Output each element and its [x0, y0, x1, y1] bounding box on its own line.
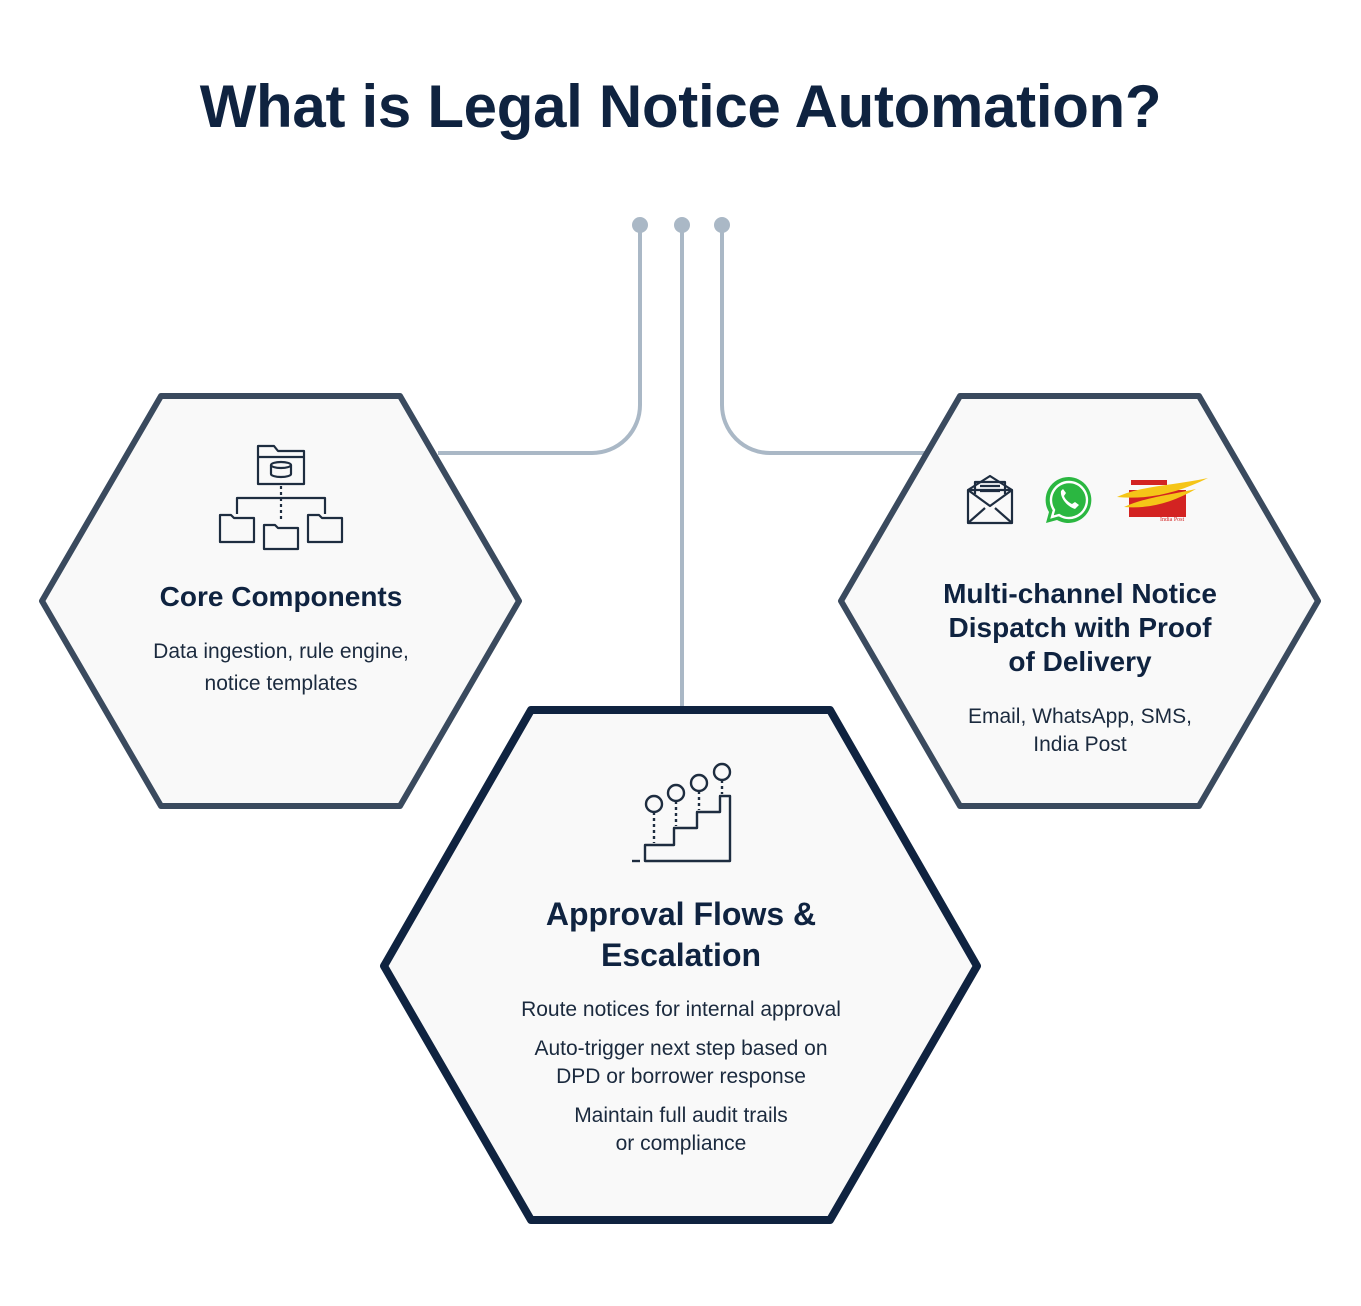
approval-title-line-2: Escalation	[600, 937, 762, 973]
dispatch-title-line-3: of Delivery	[1008, 646, 1152, 677]
connector-dot-center	[674, 217, 690, 233]
hexagon-multi-channel-dispatch	[838, 393, 1321, 809]
connector-dot-left	[632, 217, 648, 233]
node-multi-channel-dispatch: Multi-channel Notice Dispatch with Proof…	[900, 577, 1260, 759]
hexagon-core-components	[39, 393, 522, 809]
page-title: What is Legal Notice Automation?	[199, 73, 1162, 140]
connector-left	[438, 225, 642, 455]
approval-bullet-3-line-1: Maintain full audit trails	[574, 1104, 788, 1127]
whatsapp-icon	[1045, 476, 1092, 523]
approval-bullet-1: Route notices for internal approval	[481, 996, 881, 1024]
core-components-description: Data ingestion, rule engine, notice temp…	[101, 636, 461, 700]
approval-bullet-2: Auto-trigger next step based on DPD or b…	[481, 1035, 881, 1091]
connector-lines	[438, 225, 928, 707]
approval-title: Approval Flows & Escalation	[481, 894, 881, 976]
dispatch-desc-line-1: Email, WhatsApp, SMS,	[967, 705, 1193, 728]
connector-dots	[632, 217, 730, 233]
approval-bullet-1-line-1: Route notices for internal approval	[521, 998, 841, 1021]
approval-bullet-3-line-2: or compliance	[615, 1132, 747, 1155]
approval-bullet-2-line-1: Auto-trigger next step based on	[534, 1037, 828, 1060]
dispatch-desc-line-2: India Post	[1033, 733, 1127, 756]
dispatch-title-line-1: Multi-channel Notice	[943, 578, 1217, 609]
hexagon-approval-flows	[380, 706, 981, 1224]
approval-title-line-1: Approval Flows &	[545, 896, 817, 932]
core-desc-line-1: Data ingestion, rule engine,	[153, 640, 409, 663]
india-post-logo-caption: India Post	[1160, 517, 1185, 523]
node-approval-flows: Approval Flows & Escalation Route notice…	[481, 894, 881, 1158]
approval-bullet-2-line-2: DPD or borrower response	[556, 1065, 806, 1088]
email-icon	[966, 474, 1014, 525]
dispatch-description: Email, WhatsApp, SMS, India Post	[900, 703, 1260, 759]
step-progress-icon	[632, 762, 732, 863]
core-desc-line-2: notice templates	[204, 672, 358, 695]
connector-dot-right	[714, 217, 730, 233]
dispatch-title: Multi-channel Notice Dispatch with Proof…	[900, 577, 1260, 679]
node-core-components: Core Components Data ingestion, rule eng…	[101, 580, 461, 700]
connector-right	[720, 225, 928, 455]
india-post-logo	[1117, 478, 1208, 517]
approval-bullet-3: Maintain full audit trails or compliance	[481, 1102, 881, 1158]
core-components-title: Core Components	[159, 581, 403, 612]
dispatch-title-line-2: Dispatch with Proof	[948, 612, 1212, 643]
folder-hierarchy-icon	[218, 444, 344, 551]
